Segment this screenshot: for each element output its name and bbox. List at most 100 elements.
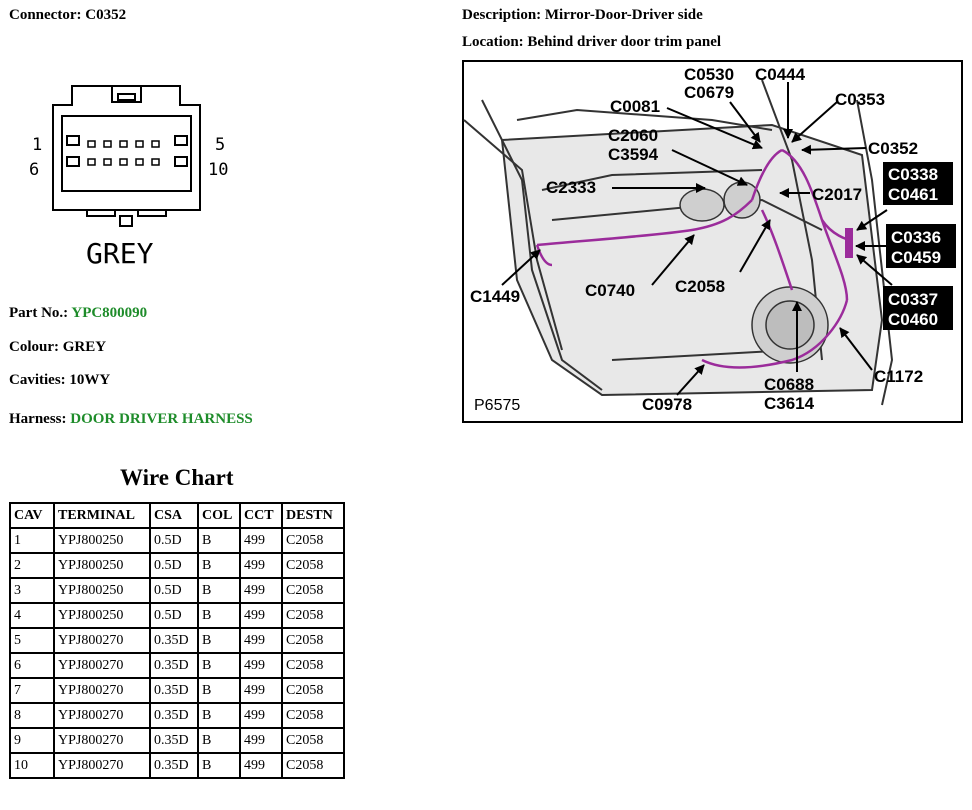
cell-destn: C2058 [283, 704, 343, 727]
callout-c0688: C0688 [764, 375, 814, 394]
part-number-row: Part No.: YPC800090 [9, 305, 147, 322]
harness-row: Harness: DOOR DRIVER HARNESS [9, 411, 253, 428]
cell-destn: C2058 [283, 729, 343, 752]
pin-1-number: 1 [32, 135, 42, 155]
cell-cav: 9 [11, 729, 53, 752]
cell-terminal: YPJ800270 [55, 654, 149, 677]
figure-id: P6575 [474, 397, 520, 414]
callout-c1449: C1449 [470, 287, 520, 306]
cavities-text: Cavities: 10WY [9, 372, 111, 388]
cell-destn: C2058 [283, 579, 343, 602]
cell-destn: C2058 [283, 629, 343, 652]
header-cav: CAV [11, 504, 53, 527]
part-number-label: Part No.: [9, 305, 69, 321]
cell-destn: C2058 [283, 754, 343, 777]
callout-c0740: C0740 [585, 281, 635, 300]
callout-c0444: C0444 [755, 65, 806, 84]
cell-csa: 0.5D [151, 529, 197, 552]
cell-col: B [199, 579, 239, 602]
pin-6-number: 6 [29, 160, 39, 180]
callout-c2017: C2017 [812, 185, 862, 204]
cell-terminal: YPJ800250 [55, 529, 149, 552]
cell-cav: 8 [11, 704, 53, 727]
cell-cav: 1 [11, 529, 53, 552]
cell-cav: 4 [11, 604, 53, 627]
cell-csa: 0.5D [151, 554, 197, 577]
cell-csa: 0.35D [151, 629, 197, 652]
cell-destn: C2058 [283, 654, 343, 677]
cell-cct: 499 [241, 679, 281, 702]
callout-c0530: C0530 [684, 65, 734, 84]
callout-c0081: C0081 [610, 97, 660, 116]
pin-5-number: 5 [215, 135, 225, 155]
cell-terminal: YPJ800270 [55, 629, 149, 652]
harness-value: DOOR DRIVER HARNESS [70, 411, 253, 427]
cell-csa: 0.35D [151, 729, 197, 752]
cell-csa: 0.35D [151, 679, 197, 702]
cell-cct: 499 [241, 729, 281, 752]
cell-col: B [199, 654, 239, 677]
cell-destn: C2058 [283, 679, 343, 702]
callout-c0460: C0460 [888, 310, 938, 329]
cell-cct: 499 [241, 629, 281, 652]
callout-c0338: C0338 [888, 165, 938, 184]
cell-cav: 5 [11, 629, 53, 652]
callout-c2058: C2058 [675, 277, 725, 296]
cell-cct: 499 [241, 704, 281, 727]
callout-c0352: C0352 [868, 139, 918, 158]
cell-col: B [199, 529, 239, 552]
cell-terminal: YPJ800250 [55, 604, 149, 627]
connector-label: Connector: C0352 [9, 7, 127, 23]
cell-csa: 0.5D [151, 604, 197, 627]
callout-c0461: C0461 [888, 185, 938, 204]
connector-face-diagram: 1 6 5 10 GREY [29, 85, 228, 270]
cell-col: B [199, 604, 239, 627]
cell-terminal: YPJ800270 [55, 729, 149, 752]
cell-csa: 0.35D [151, 654, 197, 677]
cell-terminal: YPJ800250 [55, 579, 149, 602]
callout-c2060: C2060 [608, 126, 658, 145]
callout-c0459: C0459 [891, 248, 941, 267]
cell-cct: 499 [241, 754, 281, 777]
cell-terminal: YPJ800270 [55, 754, 149, 777]
cell-destn: C2058 [283, 529, 343, 552]
callout-c3614: C3614 [764, 394, 815, 413]
connector-colour-caption: GREY [86, 237, 154, 270]
callout-c1172: C1172 [874, 367, 923, 386]
cell-terminal: YPJ800270 [55, 704, 149, 727]
wire-chart-title: Wire Chart [120, 465, 234, 490]
cell-cav: 7 [11, 679, 53, 702]
cell-csa: 0.5D [151, 579, 197, 602]
description-label: Description: Mirror-Door-Driver side [462, 7, 703, 23]
harness-label: Harness: [9, 411, 67, 427]
header-terminal: TERMINAL [55, 504, 149, 527]
cell-cav: 10 [11, 754, 53, 777]
cell-col: B [199, 554, 239, 577]
cell-cct: 499 [241, 604, 281, 627]
cell-terminal: YPJ800250 [55, 554, 149, 577]
cell-col: B [199, 754, 239, 777]
pin-10-number: 10 [208, 160, 228, 180]
callout-c0978: C0978 [642, 395, 692, 414]
callout-c0336: C0336 [891, 228, 941, 247]
callout-c0337: C0337 [888, 290, 938, 309]
wire-chart-header-row: CAV TERMINAL CSA COL CCT DESTN [11, 504, 343, 527]
colour-text: Colour: GREY [9, 339, 107, 355]
cell-csa: 0.35D [151, 704, 197, 727]
cell-destn: C2058 [283, 604, 343, 627]
cell-cct: 499 [241, 654, 281, 677]
cell-destn: C2058 [283, 554, 343, 577]
cell-terminal: YPJ800270 [55, 679, 149, 702]
location-label: Location: Behind driver door trim panel [462, 34, 722, 50]
cell-cct: 499 [241, 579, 281, 602]
callout-c0353: C0353 [835, 90, 885, 109]
header-destn: DESTN [283, 504, 343, 527]
cell-cav: 3 [11, 579, 53, 602]
